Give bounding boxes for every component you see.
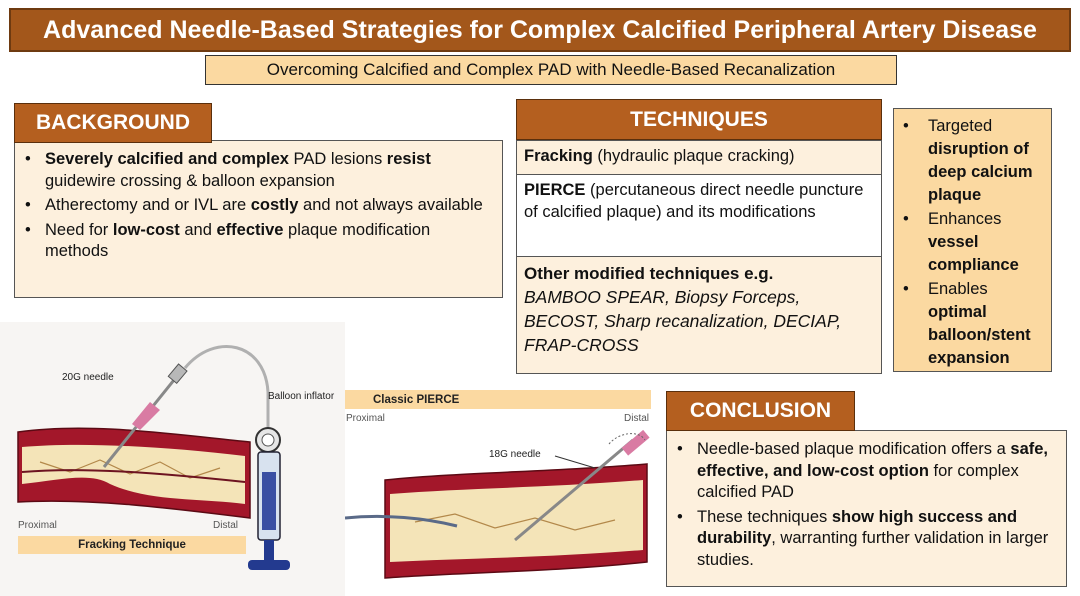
benefits-panel: Targeted disruption of deep calcium plaq… xyxy=(893,108,1052,372)
plaque-crack xyxy=(414,513,616,531)
background-item: Atherectomy and or IVL are costly and no… xyxy=(15,195,494,217)
needle-18g xyxy=(514,438,634,542)
conclusion-item: Needle-based plaque modification offers … xyxy=(667,439,1058,504)
plaque xyxy=(390,480,643,562)
left-distal-label: Distal xyxy=(213,520,239,531)
guidewire xyxy=(345,514,458,528)
vessel-lumen xyxy=(21,469,246,483)
poster-subtitle: Overcoming Calcified and Complex PAD wit… xyxy=(205,55,897,85)
background-heading: BACKGROUND xyxy=(14,103,212,143)
right-proximal-label: Proximal xyxy=(346,413,385,424)
needle-18g-label: 18G needle xyxy=(489,449,541,460)
balloon-inflator-label: Balloon inflator xyxy=(268,391,335,402)
benefit-item: Targeted disruption of deep calcium plaq… xyxy=(894,115,1047,207)
plaque xyxy=(22,444,245,504)
benefit-item: Enables optimal balloon/stent expansion xyxy=(894,278,1047,370)
technique-other: Other modified techniques e.g. BAMBOO SP… xyxy=(517,257,881,373)
technique-fracking: Fracking (hydraulic plaque cracking) xyxy=(517,141,881,175)
tubing xyxy=(183,345,270,462)
plaque-crack xyxy=(39,459,221,479)
background-item: Need for low-cost and effective plaque m… xyxy=(15,220,494,263)
background-item: Severely calcified and complex PAD lesio… xyxy=(15,149,494,192)
fracking-illustration xyxy=(17,345,290,570)
left-proximal-label: Proximal xyxy=(18,520,57,531)
benefit-item: Enhances vessel compliance xyxy=(894,208,1047,277)
pierce-caption: Classic PIERCE xyxy=(345,390,651,409)
techniques-heading: TECHNIQUES xyxy=(516,99,882,140)
right-distal-label: Distal xyxy=(624,413,650,424)
background-panel: Severely calcified and complex PAD lesio… xyxy=(14,140,503,298)
conclusion-panel: Needle-based plaque modification offers … xyxy=(666,430,1067,587)
fracking-caption: Fracking Technique xyxy=(18,536,246,554)
technique-pierce: PIERCE (percutaneous direct needle punct… xyxy=(517,175,881,257)
conclusion-item: These techniques show high success and d… xyxy=(667,507,1058,572)
techniques-panel: Fracking (hydraulic plaque cracking) PIE… xyxy=(516,140,882,374)
needle-20g-label: 20G needle xyxy=(62,372,114,383)
conclusion-heading: CONCLUSION xyxy=(666,391,855,431)
pierce-illustration xyxy=(345,429,650,579)
poster-title: Advanced Needle-Based Strategies for Com… xyxy=(9,8,1071,52)
